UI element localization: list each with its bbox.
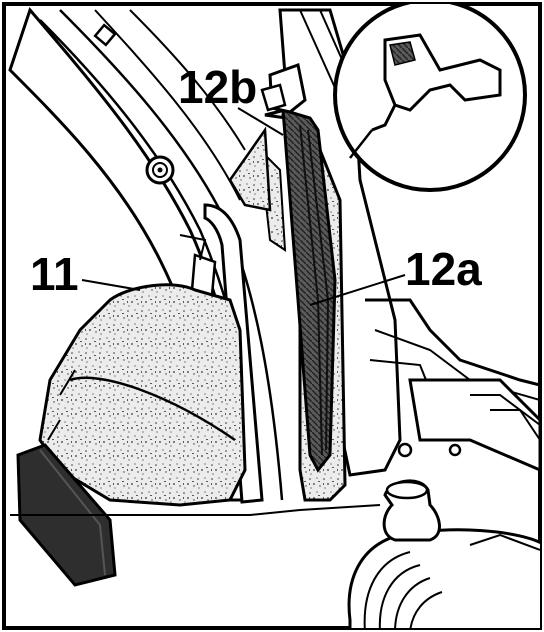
seat-base	[347, 479, 540, 628]
clip-12b	[260, 63, 307, 114]
leader-12b	[237, 107, 284, 136]
callout-12a: 12a	[405, 243, 482, 295]
callout-11: 11	[30, 248, 79, 300]
drill-inset	[333, 4, 527, 192]
seal-strip-12a	[281, 107, 337, 473]
leader-11	[81, 279, 141, 291]
callout-12b: 12b	[178, 61, 257, 113]
floor-line	[10, 504, 381, 516]
leader-12a	[309, 274, 406, 306]
drill-icon	[349, 33, 502, 159]
